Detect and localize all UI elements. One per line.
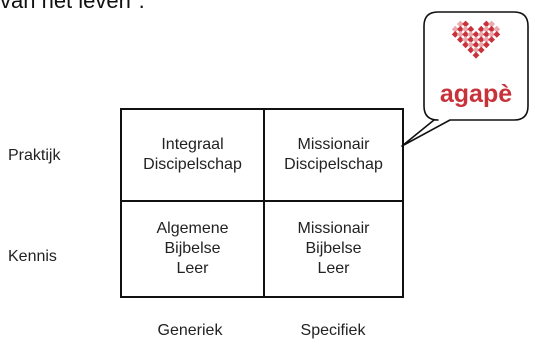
heart-diamond [472, 46, 480, 54]
heart-diamond [472, 41, 480, 49]
callout-bubble [401, 11, 529, 147]
cell-line: Bijbelse [164, 240, 221, 257]
heart-diamond [472, 31, 480, 38]
header-text: van het leven". [0, 0, 145, 13]
cell-general-biblical-doctrine: Algemene Bijbelse Leer [122, 202, 263, 296]
cell-line: Discipelschap [284, 156, 383, 173]
matrix-vertical-divider [263, 110, 265, 296]
column-label-generic: Generiek [157, 322, 223, 339]
cell-line: Missionair [297, 136, 370, 153]
cell-line: Leer [176, 260, 209, 277]
row-label-knowledge: Kennis [8, 248, 57, 265]
heart-diamond [483, 41, 490, 49]
cell-line: Discipelschap [143, 156, 242, 173]
column-label-specific: Specifiek [300, 322, 366, 339]
heart-diamond [457, 36, 464, 43]
heart-diamond [457, 20, 464, 28]
cell-line: Bijbelse [305, 240, 362, 257]
cell-line: Missionair [297, 220, 370, 237]
cell-missional-discipleship: Missionair Discipelschap [265, 110, 402, 200]
matrix-horizontal-divider [122, 200, 402, 202]
cell-line: Algemene [156, 220, 229, 237]
heart-diamond [483, 36, 490, 43]
agape-logo-text: agapè [440, 80, 512, 108]
heart-diamond [483, 20, 490, 28]
cell-line: Integraal [161, 136, 224, 153]
row-label-practice: Praktijk [8, 147, 61, 164]
heart-diamond [472, 51, 480, 59]
logo-callout: agapè [401, 11, 529, 147]
cell-line: Leer [317, 260, 350, 277]
cell-missional-biblical-doctrine: Missionair Bijbelse Leer [265, 202, 402, 296]
heart-diamond [472, 36, 480, 43]
matrix-grid: Integraal Discipelschap Missionair Disci… [120, 108, 404, 298]
cell-integral-discipleship: Integraal Discipelschap [122, 110, 263, 200]
